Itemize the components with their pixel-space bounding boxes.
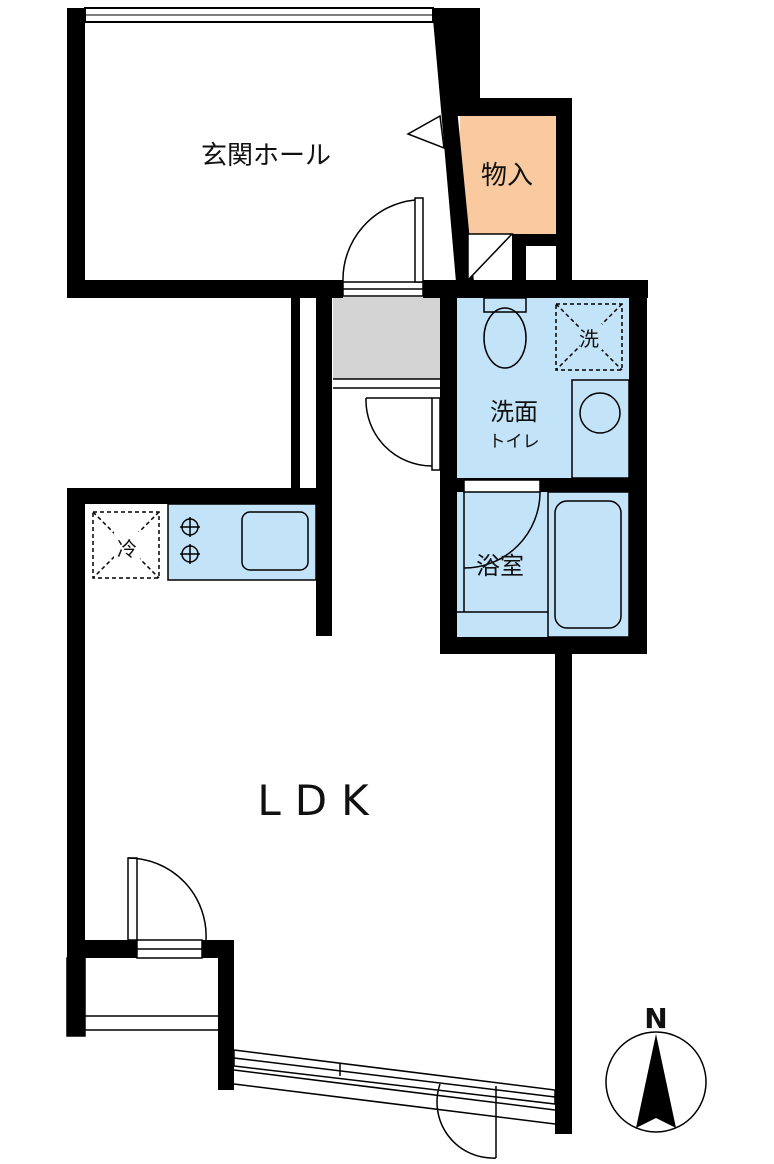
ldk-window bbox=[233, 1049, 556, 1125]
bath-door[interactable] bbox=[463, 479, 541, 569]
storage-fill bbox=[460, 116, 556, 234]
toilet-icon bbox=[483, 297, 527, 369]
walls bbox=[67, 8, 648, 1134]
corridor-lines bbox=[333, 378, 441, 389]
washroom-label: 洗面 bbox=[490, 398, 538, 426]
hall-door[interactable] bbox=[342, 197, 424, 297]
storage-door[interactable] bbox=[467, 233, 514, 282]
balcony bbox=[66, 957, 218, 1037]
washer-mark: 洗 bbox=[579, 327, 599, 351]
bathtub-icon bbox=[547, 491, 630, 638]
compass: N bbox=[605, 1002, 707, 1133]
washroom-fill bbox=[457, 296, 629, 478]
kitchen-counter bbox=[167, 503, 317, 581]
entrance-hall-label: 玄関ホール bbox=[201, 141, 331, 171]
washer-space bbox=[555, 303, 623, 371]
storage-label: 物入 bbox=[481, 161, 533, 191]
compass-north-label: N bbox=[644, 1002, 667, 1035]
bathroom-label: 浴室 bbox=[476, 552, 524, 580]
ldk-label: LDK bbox=[257, 776, 382, 825]
bath-floor-lines bbox=[457, 492, 548, 613]
washbasin-icon bbox=[571, 379, 630, 479]
toilet-label: トイレ bbox=[489, 432, 540, 452]
window-door[interactable] bbox=[436, 1083, 497, 1159]
sink-icon bbox=[241, 511, 309, 571]
washroom-door[interactable] bbox=[365, 397, 441, 471]
balcony-door[interactable] bbox=[127, 857, 207, 959]
fridge-mark: 冷 bbox=[117, 537, 137, 561]
north-arrow-icon bbox=[636, 1034, 676, 1128]
fridge-space bbox=[92, 511, 160, 579]
stove-burners-icon bbox=[180, 517, 200, 564]
corridor-fill bbox=[333, 297, 441, 379]
